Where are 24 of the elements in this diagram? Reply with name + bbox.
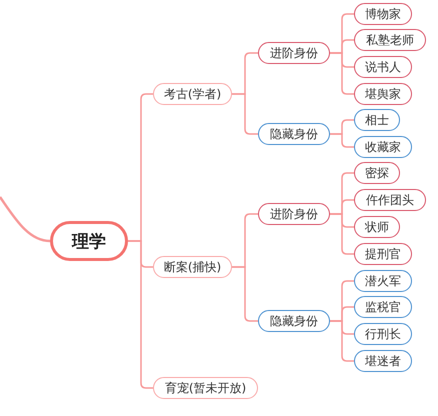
subtopic: 堪迷者 bbox=[354, 350, 412, 372]
branch-topic: 考古(学者) bbox=[153, 83, 232, 105]
subtopic: 状师 bbox=[354, 216, 400, 238]
subtopic: 说书人 bbox=[354, 56, 412, 78]
subtopic: 监税官 bbox=[354, 296, 412, 318]
subtopic: 仵作团头 bbox=[354, 189, 426, 211]
connector bbox=[0, 196, 50, 242]
subtopic: 私塾老师 bbox=[354, 29, 426, 51]
subtopic: 进阶身份 bbox=[258, 203, 330, 225]
subtopic: 隐藏身份 bbox=[258, 310, 330, 332]
subtopic: 密探 bbox=[354, 162, 400, 184]
subtopic: 潜火军 bbox=[354, 270, 412, 292]
branch-topic: 育宠(暂未开放) bbox=[153, 377, 258, 399]
subtopic: 隐藏身份 bbox=[258, 123, 330, 145]
subtopic: 行刑长 bbox=[354, 323, 412, 345]
subtopic: 堪舆家 bbox=[354, 83, 412, 105]
subtopic: 收藏家 bbox=[354, 136, 412, 158]
subtopic: 提刑官 bbox=[354, 243, 412, 265]
subtopic: 相士 bbox=[354, 109, 400, 131]
branch-topic: 断案(捕快) bbox=[153, 256, 232, 278]
connector bbox=[330, 133, 354, 148]
subtopic: 博物家 bbox=[354, 3, 412, 25]
subtopic: 进阶身份 bbox=[258, 42, 330, 64]
root-topic: 理学 bbox=[50, 221, 128, 261]
